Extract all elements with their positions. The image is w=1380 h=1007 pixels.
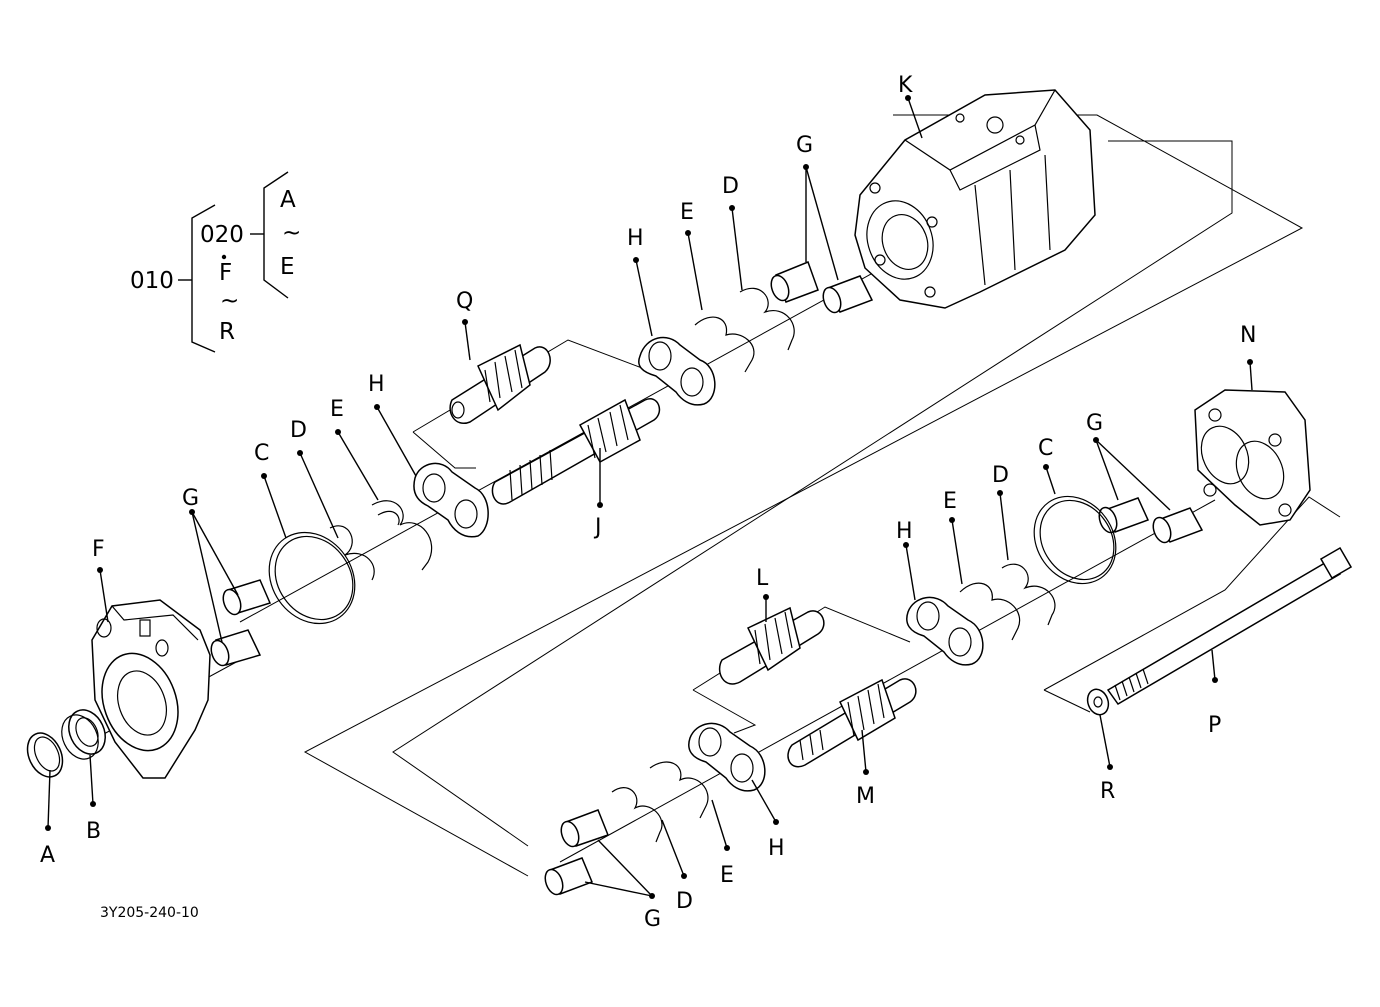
callout-h-rear: H — [896, 519, 913, 544]
callout-c-front: C — [254, 441, 269, 466]
bushings-g-lower — [544, 809, 609, 896]
part-group-key: 010 020 A ~ E F ~ R — [130, 171, 301, 353]
bushings-g-front — [210, 579, 272, 667]
range-start: F — [219, 260, 232, 286]
callout-q: Q — [456, 289, 473, 314]
gear-q — [449, 343, 551, 425]
pump-body-k — [854, 89, 1096, 309]
rings-d-e-front — [329, 500, 433, 581]
range-mark: ~ — [220, 288, 239, 314]
callout-h-lower: H — [768, 836, 785, 861]
side-plate-h-lower — [688, 722, 766, 792]
rings-e-d-rear — [959, 563, 1056, 641]
callout-e-front: E — [330, 397, 344, 422]
callout-j: J — [593, 515, 602, 540]
group-number: 010 — [130, 268, 174, 294]
side-plate-h-upper — [638, 336, 716, 406]
callout-g-upper: G — [796, 133, 813, 158]
callout-c-rear: C — [1038, 436, 1053, 461]
callout-d-lower: D — [676, 889, 693, 914]
callout-a: A — [40, 843, 55, 868]
leader-lines — [45, 95, 1253, 899]
callout-labels: A B F G C D E H Q J H E D G K N G C D E … — [40, 73, 1256, 932]
callout-h-front: H — [368, 372, 385, 397]
callout-p: P — [1208, 713, 1221, 738]
sub-range-mark: ~ — [282, 220, 301, 246]
callout-g-lower: G — [644, 907, 661, 932]
rings-e-d-lower — [611, 761, 709, 843]
gear-m — [787, 678, 917, 768]
bushings-g-rear — [1098, 497, 1204, 544]
sub-range-start: A — [280, 187, 296, 213]
side-plate-h-rear — [906, 596, 984, 666]
front-cover-f — [91, 599, 211, 779]
gear-l — [718, 606, 825, 685]
washer-r — [1086, 688, 1110, 716]
rings-e-d-upper — [694, 287, 795, 373]
seal-ring-c-front — [268, 531, 356, 625]
callout-m: M — [856, 784, 875, 809]
side-plate-h-front — [413, 462, 489, 538]
callout-h-upper: H — [627, 226, 644, 251]
bushings-g-upper — [770, 261, 874, 314]
drive-gear-j — [491, 398, 661, 505]
callout-b: B — [86, 819, 101, 844]
callout-k: K — [898, 73, 913, 98]
seal-ring-c-rear — [1033, 495, 1117, 585]
callout-d-front: D — [290, 418, 307, 443]
snap-ring-a — [26, 732, 64, 778]
sub-range-end: E — [280, 254, 295, 280]
callout-e-upper: E — [680, 200, 694, 225]
callout-f: F — [92, 537, 105, 562]
callout-r: R — [1100, 779, 1115, 804]
callout-g-rear: G — [1086, 411, 1103, 436]
callout-d-rear: D — [992, 463, 1009, 488]
sub-group-number: 020 — [200, 222, 244, 248]
bolt-p — [1106, 546, 1353, 705]
range-end: R — [219, 319, 235, 345]
callout-e-lower: E — [720, 863, 734, 888]
callout-n: N — [1240, 323, 1256, 348]
callout-e-rear: E — [943, 489, 957, 514]
callout-g-front: G — [182, 486, 199, 511]
drawing-code: 3Y205-240-10 — [100, 905, 199, 921]
callout-d-upper: D — [722, 174, 739, 199]
callout-l: L — [756, 566, 769, 591]
rear-cover-n — [1194, 389, 1311, 526]
